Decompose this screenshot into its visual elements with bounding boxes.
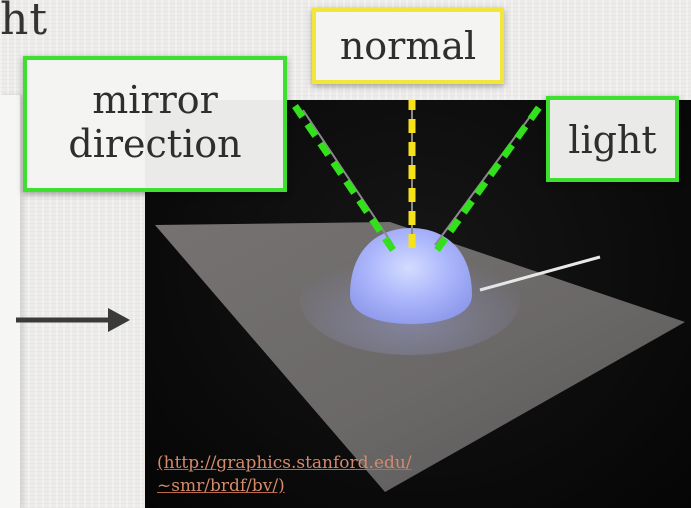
normal-label-text: normal xyxy=(339,24,477,68)
light-label: light xyxy=(546,96,679,182)
slide-title-fragment: ht xyxy=(0,0,49,45)
citation-line1[interactable]: (http://graphics.stanford.edu/ xyxy=(157,453,412,473)
ground-plane xyxy=(155,222,685,492)
left-panel-edge xyxy=(0,95,21,508)
light-direction-line xyxy=(434,103,543,253)
normal-label: normal xyxy=(312,8,504,84)
mirror-label-line2: direction xyxy=(68,122,242,166)
brdf-scene xyxy=(155,100,685,492)
mirror-label-line1: mirror xyxy=(92,78,218,122)
mirror-direction-line xyxy=(292,104,396,252)
source-citation-link[interactable]: (http://graphics.stanford.edu/ ~smr/brdf… xyxy=(157,452,412,498)
citation-line2[interactable]: ~smr/brdf/bv/) xyxy=(157,476,285,496)
mirror-direction-label: mirror direction xyxy=(23,56,287,192)
right-arrow-icon xyxy=(16,308,130,332)
hemisphere xyxy=(350,228,472,324)
light-label-text: light xyxy=(568,118,657,162)
